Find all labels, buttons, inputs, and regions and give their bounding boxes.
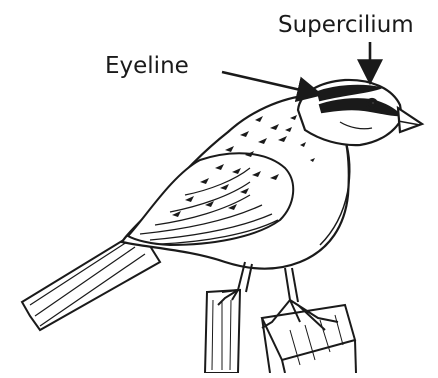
eyeline-arrow xyxy=(222,72,318,94)
eyeline-label: Eyeline xyxy=(105,55,189,78)
head xyxy=(298,80,422,145)
wooden-post xyxy=(205,290,356,373)
supercilium-label: Supercilium xyxy=(278,14,414,37)
